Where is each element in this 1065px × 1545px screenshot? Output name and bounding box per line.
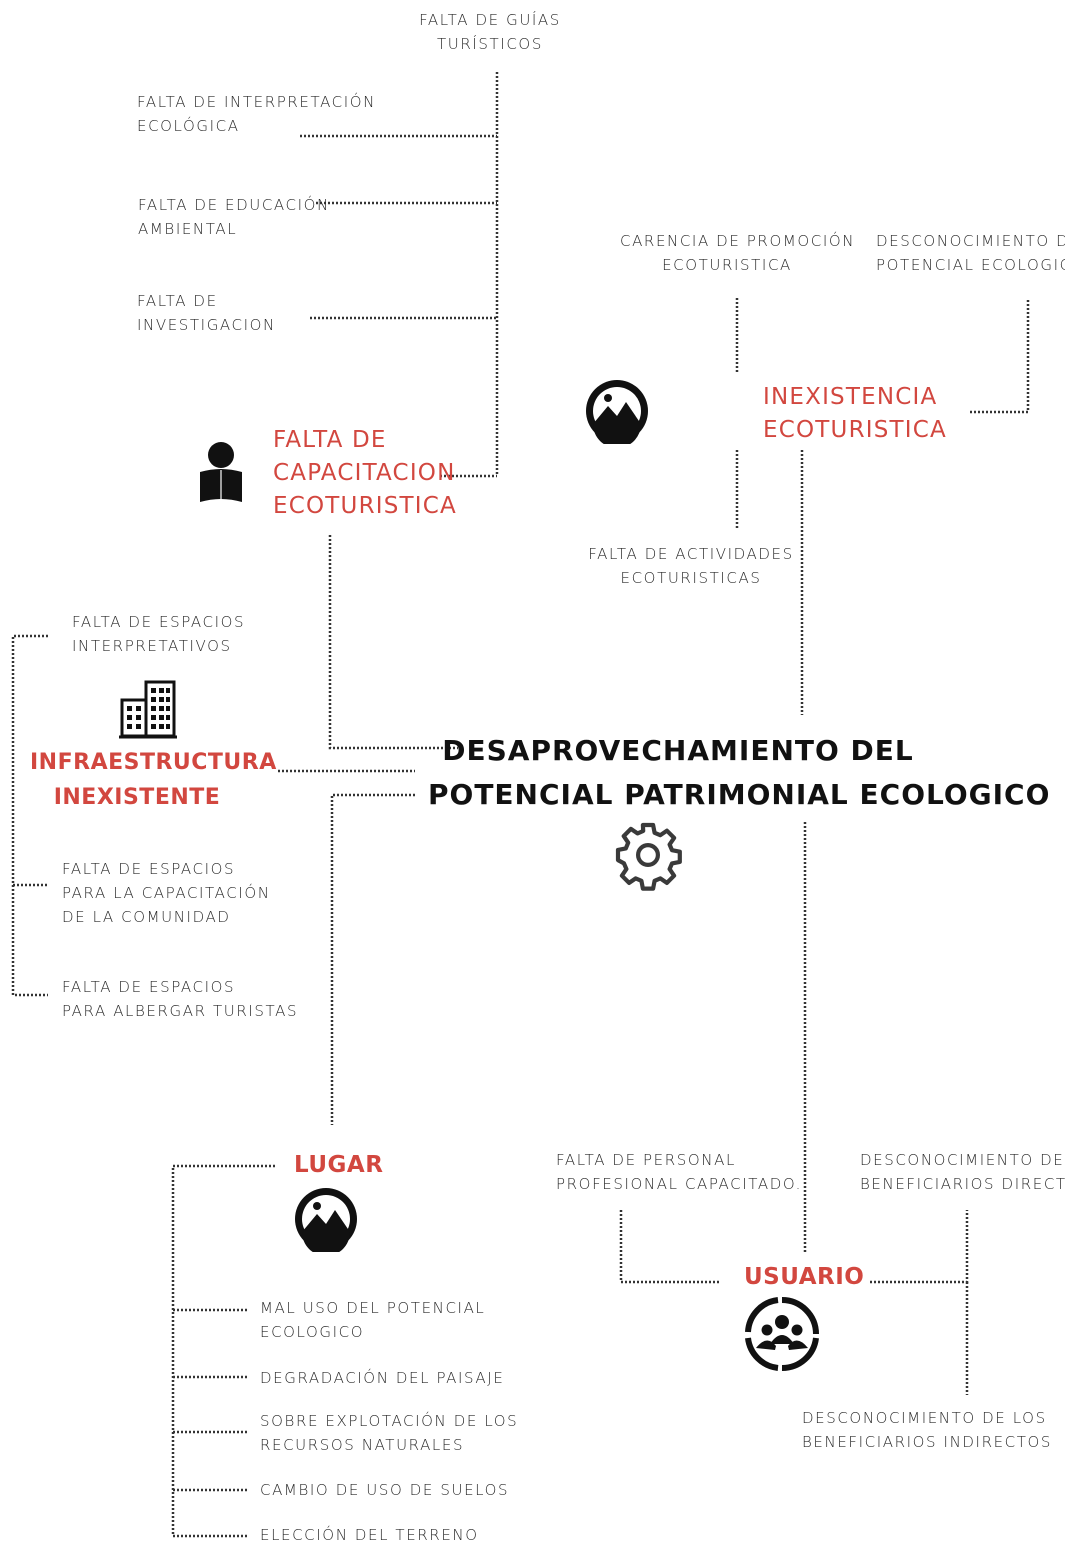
label-sobreexplotacion-line: SOBRE EXPLOTACIÓN DE LOS: [260, 1412, 519, 1430]
title-capacitacion-line: ECOTURISTICA: [273, 493, 457, 519]
label-cambio-uso: CAMBIO DE USO DE SUELOS: [260, 1478, 509, 1502]
label-desconocimiento-line: POTENCIAL ECOLOGICO: [876, 256, 1065, 274]
title-inexistencia-line: INEXISTENCIA: [763, 384, 938, 410]
title-inexistencia-line: ECOTURISTICA: [763, 417, 947, 443]
label-interpretacion-line: FALTA DE INTERPRETACIÓN: [137, 93, 376, 111]
label-interpretativos-line: FALTA DE ESPACIOS: [72, 613, 246, 631]
label-beneficiarios-indirectos: DESCONOCIMIENTO DE LOS BENEFICIARIOS IND…: [802, 1406, 1052, 1454]
label-directos-line: BENEFICIARIOS DIRECTOS.: [860, 1175, 1065, 1193]
label-actividades-line: ECOTURISTICAS: [620, 569, 762, 587]
link-desconocimiento: [970, 298, 1030, 414]
title-infraestructura-line: INEXISTENTE: [53, 785, 221, 810]
label-desconocimiento-line: DESCONOCIMIENTO DEL: [876, 232, 1065, 250]
label-espacios-albergar-line: PARA ALBERGAR TURISTAS: [62, 1002, 299, 1020]
reader-icon: [200, 442, 242, 502]
label-actividades: FALTA DE ACTIVIDADES ECOTURISTICAS: [588, 542, 794, 590]
label-eleccion-terreno-line: ELECCIÓN DEL TERRENO: [260, 1526, 479, 1544]
label-educacion: FALTA DE EDUCACIÓN AMBIENTAL: [138, 193, 330, 241]
label-personal: FALTA DE PERSONAL PROFESIONAL CAPACITADO…: [556, 1148, 802, 1196]
label-interpretativos-line: INTERPRETATIVOS: [72, 637, 232, 655]
label-investigacion: FALTA DE INVESTIGACION: [137, 289, 276, 337]
label-mal-uso-line: MAL USO DEL POTENCIAL: [260, 1299, 486, 1317]
building-icon: [119, 680, 177, 739]
label-educacion-line: FALTA DE EDUCACIÓN: [138, 196, 330, 214]
label-degradacion-line: DEGRADACIÓN DEL PAISAJE: [260, 1369, 505, 1387]
title-capacitacion-line: CAPACITACION: [273, 460, 456, 486]
trunk-infraestructura: [11, 634, 48, 997]
label-guias-line: FALTA DE GUÍAS: [419, 11, 561, 29]
label-mal-uso: MAL USO DEL POTENCIAL ECOLOGICO: [260, 1296, 485, 1344]
label-investigacion-line: FALTA DE: [137, 292, 218, 310]
group-icon: [745, 1297, 819, 1372]
label-promocion-line: CARENCIA DE PROMOCIÓN: [620, 232, 856, 250]
title-infraestructura-line: INFRAESTRUCTURA: [30, 750, 277, 775]
label-guias: FALTA DE GUÍAS TURÍSTICOS: [410, 8, 570, 56]
label-personal-line: PROFESIONAL CAPACITADO.: [556, 1175, 803, 1193]
label-desconocimiento-potencial: DESCONOCIMIENTO DEL POTENCIAL ECOLOGICO: [876, 229, 1065, 277]
label-sobreexplotacion: SOBRE EXPLOTACIÓN DE LOS RECURSOS NATURA…: [260, 1409, 518, 1457]
title-usuario: USUARIO: [744, 1264, 865, 1290]
central-line-2: POTENCIAL PATRIMONIAL ECOLOGICO: [428, 778, 1051, 811]
link-lugar-central: [330, 793, 415, 1125]
label-espacios-capacitacion-line: FALTA DE ESPACIOS: [62, 860, 236, 878]
title-capacitacion-line: FALTA DE: [273, 427, 387, 453]
central-title: DESAPROVECHAMIENTO DEL POTENCIAL PATRIMO…: [428, 729, 1051, 817]
label-espacios-albergar-line: FALTA DE ESPACIOS: [62, 978, 236, 996]
label-indirectos-line: BENEFICIARIOS INDIRECTOS: [802, 1433, 1053, 1451]
label-promocion-line: ECOTURISTICA: [662, 256, 792, 274]
label-degradacion: DEGRADACIÓN DEL PAISAJE: [260, 1366, 504, 1390]
label-mal-uso-line: ECOLOGICO: [260, 1323, 365, 1341]
label-promocion: CARENCIA DE PROMOCIÓN ECOTURISTICA: [620, 229, 856, 277]
title-inexistencia: INEXISTENCIA ECOTURISTICA: [763, 381, 947, 447]
label-educacion-line: AMBIENTAL: [138, 220, 238, 238]
label-investigacion-line: INVESTIGACION: [137, 316, 276, 334]
label-beneficiarios-directos: DESCONOCIMIENTO DE LOS BENEFICIARIOS DIR…: [860, 1148, 1065, 1196]
label-sobreexplotacion-line: RECURSOS NATURALES: [260, 1436, 465, 1454]
label-guias-line: TURÍSTICOS: [437, 35, 543, 53]
central-line-1: DESAPROVECHAMIENTO DEL: [442, 734, 914, 767]
label-espacios-capacitacion-line: PARA LA CAPACITACIÓN: [62, 884, 271, 902]
label-indirectos-line: DESCONOCIMIENTO DE LOS: [802, 1409, 1047, 1427]
label-espacios-capacitacion-line: DE LA COMUNIDAD: [62, 908, 231, 926]
label-espacios-albergar: FALTA DE ESPACIOS PARA ALBERGAR TURISTAS: [62, 975, 298, 1023]
label-interpretativos: FALTA DE ESPACIOS INTERPRETATIVOS: [72, 610, 245, 658]
label-espacios-capacitacion: FALTA DE ESPACIOS PARA LA CAPACITACIÓN D…: [62, 857, 271, 929]
link-personal: [619, 1210, 720, 1284]
label-personal-line: FALTA DE PERSONAL: [556, 1151, 736, 1169]
link-capacitacion-central: [328, 535, 458, 750]
trunk-lugar: [171, 1164, 275, 1538]
label-directos-line: DESCONOCIMIENTO DE LOS: [860, 1151, 1065, 1169]
label-actividades-line: FALTA DE ACTIVIDADES: [588, 545, 794, 563]
title-lugar: LUGAR: [294, 1152, 384, 1178]
label-interpretacion-line: ECOLÓGICA: [137, 117, 240, 135]
label-eleccion-terreno: ELECCIÓN DEL TERRENO: [260, 1523, 479, 1545]
landscape-icon: [586, 380, 648, 444]
label-cambio-uso-line: CAMBIO DE USO DE SUELOS: [260, 1481, 510, 1499]
label-interpretacion: FALTA DE INTERPRETACIÓN ECOLÓGICA: [137, 90, 376, 138]
landscape-icon: [295, 1188, 357, 1252]
title-capacitacion: FALTA DE CAPACITACION ECOTURISTICA: [273, 424, 457, 523]
title-infraestructura: INFRAESTRUCTURA INEXISTENTE: [30, 745, 277, 815]
gear-icon: [615, 822, 682, 891]
link-directos: [870, 1210, 969, 1284]
